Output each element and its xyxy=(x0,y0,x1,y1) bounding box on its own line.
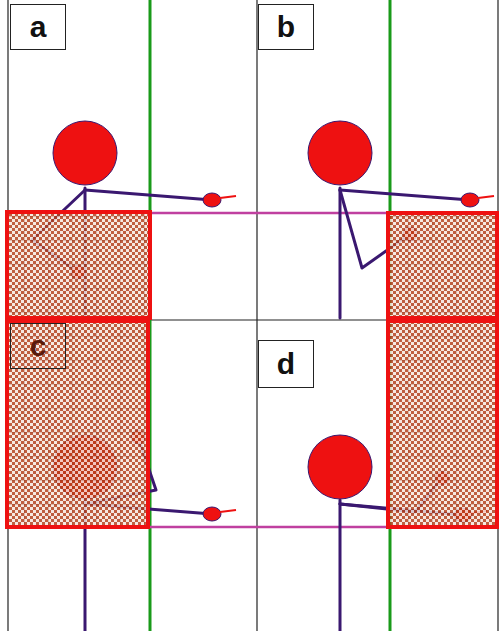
panel-letter: b xyxy=(258,4,314,50)
panel-letter: c xyxy=(10,323,66,369)
panel-letter: d xyxy=(258,340,314,388)
panel-letter: a xyxy=(10,4,66,50)
